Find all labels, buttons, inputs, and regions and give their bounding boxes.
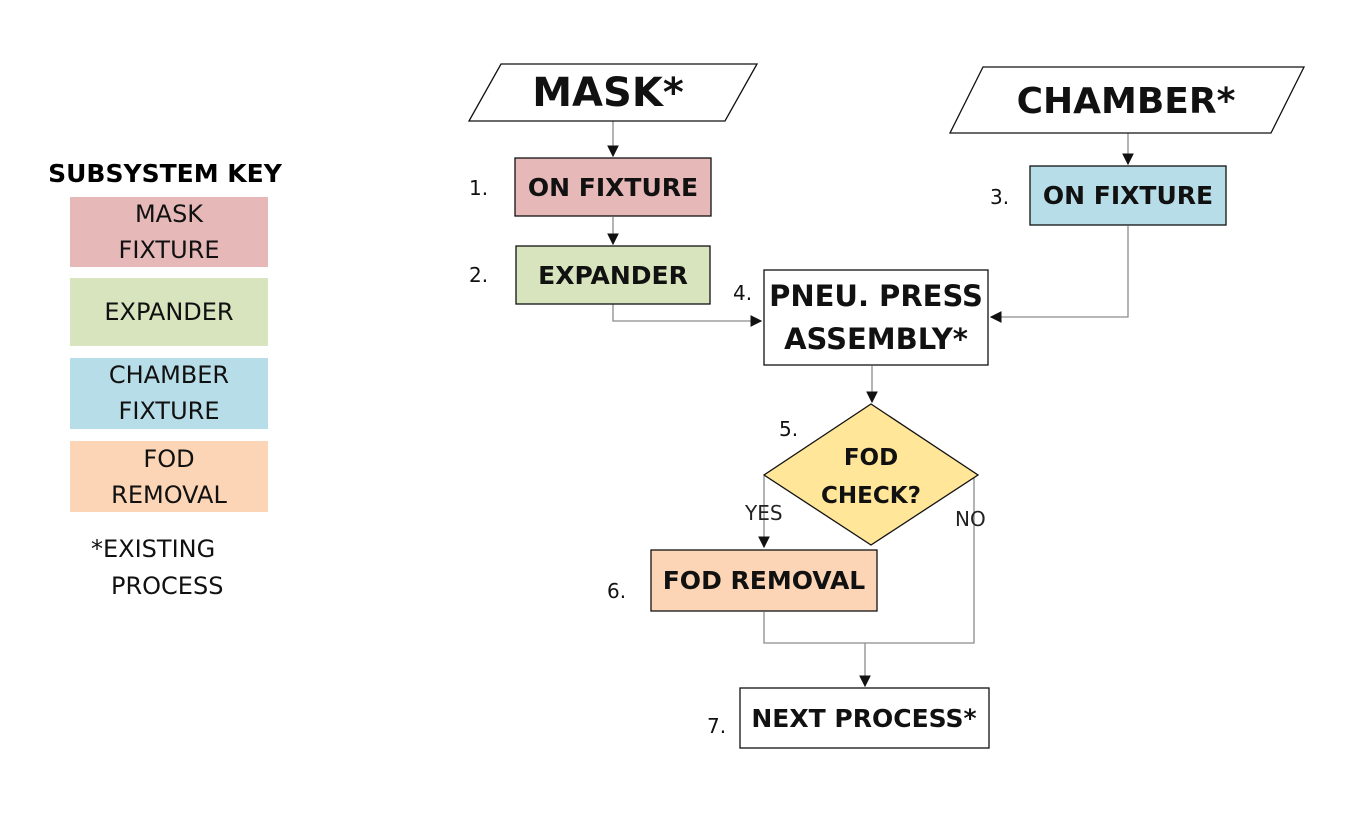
step-number: 1. <box>469 176 488 200</box>
chamber-input-label: CHAMBER* <box>1017 81 1236 122</box>
legend-label-line: MASK <box>135 200 204 228</box>
line-removal-merge <box>763 612 865 644</box>
pneu-press-label-line: PNEU. PRESS <box>769 279 983 313</box>
legend-label-line: FIXTURE <box>119 236 220 264</box>
legend-item-expander: EXPANDER <box>70 278 268 346</box>
node-next-process: 7. NEXT PROCESS* <box>707 687 990 749</box>
fod-check-diamond <box>762 403 980 546</box>
arrow-expander-to-press <box>612 304 763 327</box>
step-number: 2. <box>469 263 488 287</box>
legend-item-chamber-fixture: CHAMBER FIXTURE <box>70 358 268 429</box>
node-expander: 2. EXPANDER <box>469 245 711 305</box>
chamber-on-fixture-box <box>1029 165 1227 226</box>
mask-on-fixture-label: ON FIXTURE <box>528 173 698 202</box>
mask-on-fixture-box <box>514 157 712 217</box>
connectors <box>607 121 1134 688</box>
legend-title: SUBSYSTEM KEY <box>48 159 283 188</box>
legend-label-line: CHAMBER <box>109 361 229 389</box>
step-number: 5. <box>779 417 798 441</box>
legend-note-line: PROCESS <box>111 572 223 600</box>
legend-swatch-mask-fixture <box>70 197 268 267</box>
legend-label-line: REMOVAL <box>111 481 227 509</box>
legend-swatch-fod-removal <box>70 441 268 512</box>
mask-input-label: MASK* <box>532 70 684 116</box>
fod-check-label-line: CHECK? <box>821 483 921 509</box>
fod-check-label-line: FOD <box>844 445 898 471</box>
node-fod-check: 5. FOD CHECK? <box>762 403 980 546</box>
pneu-press-box <box>763 269 989 366</box>
step-number: 6. <box>607 579 626 603</box>
node-mask-on-fixture: 1. ON FIXTURE <box>469 157 712 217</box>
subsystem-key-legend: SUBSYSTEM KEY MASK FIXTURE EXPANDER CHAM… <box>48 159 283 600</box>
fod-removal-label: FOD REMOVAL <box>663 566 866 595</box>
fod-removal-box <box>650 549 878 612</box>
expander-label: EXPANDER <box>538 261 688 290</box>
legend-note-line: *EXISTING <box>91 535 215 563</box>
branch-label-yes: YES <box>744 501 783 525</box>
chamber-on-fixture-label: ON FIXTURE <box>1043 181 1213 210</box>
next-process-box <box>739 687 990 749</box>
pneu-press-label-line: ASSEMBLY* <box>784 322 968 356</box>
legend-item-fod-removal: FOD REMOVAL <box>70 441 268 512</box>
mask-input-parallelogram <box>467 63 759 122</box>
legend-item-mask-fixture: MASK FIXTURE <box>70 197 268 267</box>
step-number: 7. <box>707 714 726 738</box>
branch-label-no: NO <box>955 507 986 531</box>
arrow-chamber-fixture-to-press <box>989 226 1129 323</box>
node-chamber-input: CHAMBER* <box>948 66 1306 134</box>
legend-swatch-expander <box>70 278 268 346</box>
legend-label-line: FIXTURE <box>119 397 220 425</box>
node-chamber-on-fixture: 3. ON FIXTURE <box>990 165 1227 226</box>
node-fod-removal: 6. FOD REMOVAL <box>607 549 878 612</box>
node-mask-input: MASK* <box>467 63 759 122</box>
legend-label-line: EXPANDER <box>104 298 233 326</box>
step-number: 4. <box>733 281 752 305</box>
expander-box <box>515 245 711 305</box>
legend-swatch-chamber-fixture <box>70 358 268 429</box>
line-check-no <box>865 476 975 644</box>
next-process-label: NEXT PROCESS* <box>751 704 976 733</box>
legend-label-line: FOD <box>143 445 194 473</box>
step-number: 3. <box>990 185 1009 209</box>
node-pneu-press: 4. PNEU. PRESS ASSEMBLY* <box>733 269 989 366</box>
chamber-input-parallelogram <box>948 66 1306 134</box>
